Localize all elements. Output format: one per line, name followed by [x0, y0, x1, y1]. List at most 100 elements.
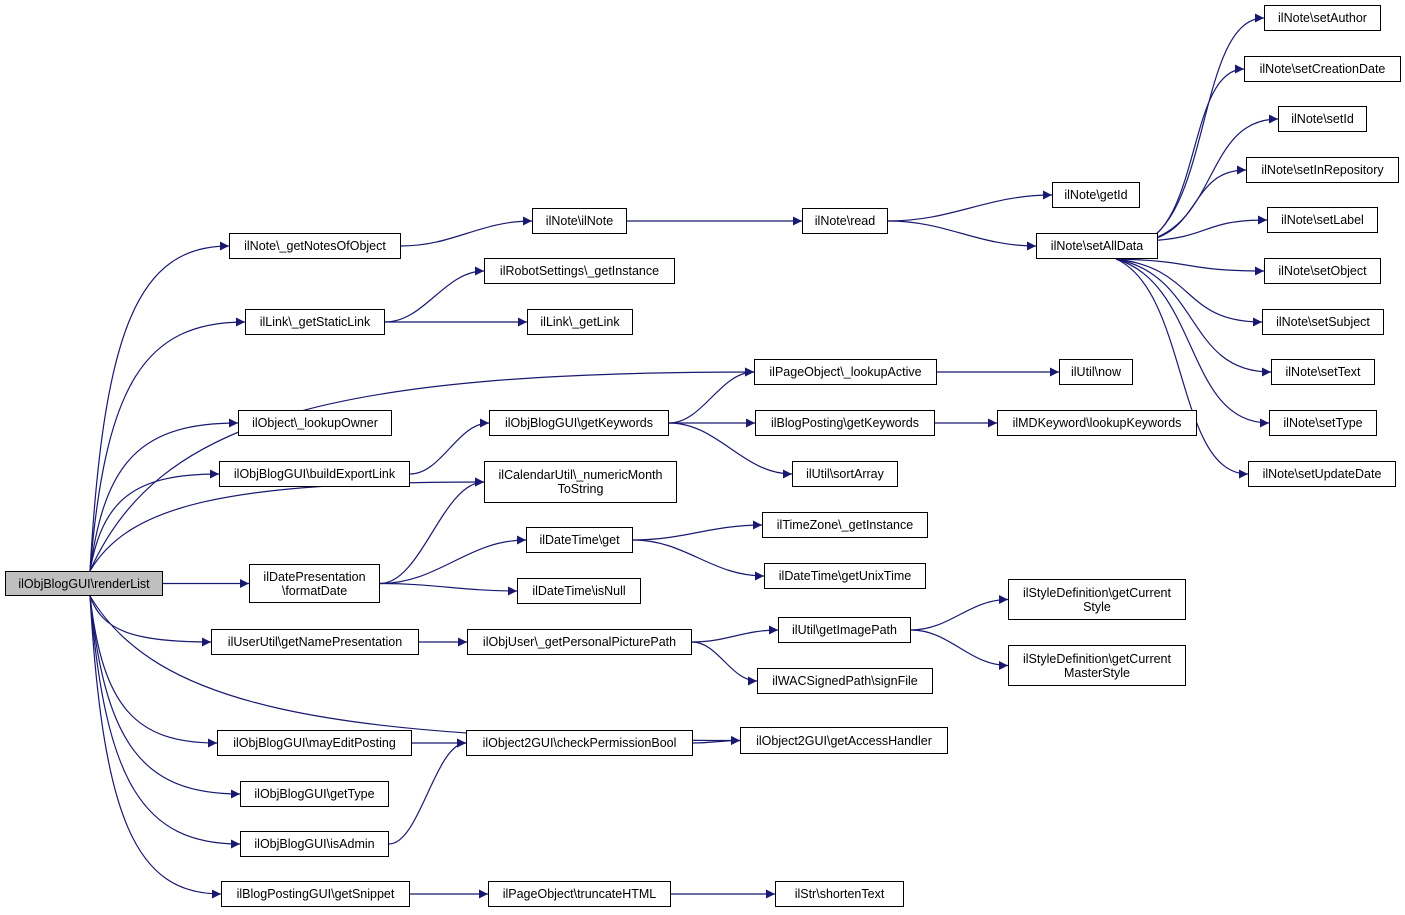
node-label: ilLink\_getLink	[540, 315, 620, 329]
edge-root-to-mayEdit	[89, 595, 218, 748]
edge-getImagePath-to-styleMaster	[910, 629, 1009, 670]
edge-getNotesOfObject-to-ilNote_ctor	[400, 216, 533, 247]
edge-setAllData-to-setType	[1115, 258, 1270, 428]
edge-getStaticLink-to-robotGetInstance	[384, 266, 485, 323]
node-tzGetInstance[interactable]: ilTimeZone\_getInstance	[762, 512, 928, 538]
edge-getPictPath-to-getImagePath	[691, 625, 779, 643]
edge-setAllData-to-setText	[1115, 258, 1272, 377]
node-isNull[interactable]: ilDateTime\isNull	[517, 578, 641, 604]
node-label: ilNote\setUpdateDate	[1262, 467, 1382, 481]
node-setUpdateDate[interactable]: ilNote\setUpdateDate	[1248, 461, 1396, 487]
node-label: ilObjBlogGUI\getKeywords	[505, 416, 653, 430]
edge-buildExportLink-to-objGetKeywords	[409, 418, 490, 475]
node-getStaticLink[interactable]: ilLink\_getStaticLink	[245, 309, 385, 335]
node-robotGetInstance[interactable]: ilRobotSettings\_getInstance	[484, 258, 675, 284]
node-label: ilPageObject\_lookupActive	[769, 365, 922, 379]
edge-setAllData-to-setUpdateDate	[1115, 258, 1249, 479]
node-label: ilTimeZone\_getInstance	[776, 518, 914, 532]
node-setSubject[interactable]: ilNote\setSubject	[1262, 309, 1384, 335]
node-postingGetKeywords[interactable]: ilBlogPosting\getKeywords	[755, 410, 935, 436]
node-getLink[interactable]: ilLink\_getLink	[527, 309, 633, 335]
node-label: ilUtil\getImagePath	[792, 623, 897, 637]
node-setCreationDate[interactable]: ilNote\setCreationDate	[1244, 56, 1401, 82]
node-getUnixTime[interactable]: ilDateTime\getUnixTime	[764, 563, 926, 589]
node-setAllData[interactable]: ilNote\setAllData	[1036, 233, 1158, 259]
node-shortenText[interactable]: ilStr\shortenText	[775, 881, 904, 907]
node-lookupOwner[interactable]: ilObject\_lookupOwner	[238, 410, 392, 436]
node-formatDate[interactable]: ilDatePresentation\formatDate	[249, 564, 380, 603]
node-label: ilObjBlogGUI\getType	[254, 787, 375, 801]
edge-formatDate-to-dateTimeGet	[379, 535, 527, 585]
edge-dateTimeGet-to-getUnixTime	[632, 539, 765, 581]
node-label: ilNote\setAllData	[1050, 239, 1144, 253]
node-getAccessHandler[interactable]: ilObject2GUI\getAccessHandler	[740, 727, 948, 754]
node-setLabel[interactable]: ilNote\setLabel	[1267, 207, 1378, 233]
node-objGetKeywords[interactable]: ilObjBlogGUI\getKeywords	[489, 410, 669, 436]
node-isAdmin[interactable]: ilObjBlogGUI\isAdmin	[240, 831, 389, 857]
node-truncateHTML[interactable]: ilPageObject\truncateHTML	[488, 881, 671, 907]
node-label: ilNote\setInRepository	[1261, 163, 1384, 177]
node-label: ilDateTime\getUnixTime	[778, 569, 912, 583]
node-setAuthor[interactable]: ilNote\setAuthor	[1264, 5, 1381, 31]
node-getImagePath[interactable]: ilUtil\getImagePath	[778, 617, 911, 643]
edge-getPictPath-to-signFile	[691, 641, 758, 686]
node-label: ilNote\setAuthor	[1278, 11, 1367, 25]
node-label: ilNote\ilNote	[545, 214, 614, 228]
node-label: ilNote\_getNotesOfObject	[244, 239, 386, 253]
edge-setAllData-to-setSubject	[1115, 258, 1263, 327]
node-setText[interactable]: ilNote\setText	[1271, 359, 1375, 385]
node-label: ilObjBlogGUI\renderList	[18, 576, 150, 591]
edge-formatDate-to-numericMonth	[379, 477, 485, 585]
node-getNotesOfObject[interactable]: ilNote\_getNotesOfObject	[229, 233, 401, 259]
edge-setAllData-to-setInRepository	[1145, 165, 1247, 242]
node-label: ilNote\setText	[1285, 365, 1361, 379]
node-buildExportLink[interactable]: ilObjBlogGUI\buildExportLink	[219, 461, 410, 487]
node-getSnippet[interactable]: ilBlogPostingGUI\getSnippet	[221, 881, 410, 907]
node-checkPerm[interactable]: ilObject2GUI\checkPermissionBool	[466, 730, 693, 756]
node-label: ilObject\_lookupOwner	[252, 416, 378, 430]
node-label: ilWACSignedPath\signFile	[772, 674, 918, 688]
node-label: ilNote\getId	[1064, 188, 1128, 202]
node-root[interactable]: ilObjBlogGUI\renderList	[5, 571, 163, 596]
node-lookupKeywords[interactable]: ilMDKeyword\lookupKeywords	[997, 410, 1197, 436]
node-label: ToString	[557, 482, 604, 496]
node-dateTimeGet[interactable]: ilDateTime\get	[526, 527, 633, 553]
node-ilNote_getId[interactable]: ilNote\getId	[1052, 182, 1140, 208]
node-getPictPath[interactable]: ilObjUser\_getPersonalPicturePath	[467, 629, 692, 655]
node-setType[interactable]: ilNote\setType	[1269, 410, 1377, 436]
node-signFile[interactable]: ilWACSignedPath\signFile	[757, 668, 933, 694]
node-label: ilNote\setObject	[1278, 264, 1367, 278]
edge-setAllData-to-setLabel	[1145, 215, 1268, 242]
node-utilNow[interactable]: ilUtil\now	[1059, 359, 1133, 385]
edge-formatDate-to-isNull	[379, 582, 518, 596]
edge-root-to-getType	[89, 595, 241, 799]
node-label: ilObjBlogGUI\buildExportLink	[233, 467, 396, 481]
node-label: ilDateTime\get	[539, 533, 620, 547]
node-label: ilNote\read	[814, 214, 876, 228]
node-getType[interactable]: ilObjBlogGUI\getType	[240, 781, 389, 807]
node-setId[interactable]: ilNote\setId	[1278, 106, 1367, 132]
node-label: ilObjBlogGUI\mayEditPosting	[233, 736, 396, 750]
edge-root-to-getNotesOfObject	[89, 241, 230, 572]
node-label: ilBlogPosting\getKeywords	[771, 416, 919, 430]
node-label: \formatDate	[281, 583, 348, 598]
node-setObject[interactable]: ilNote\setObject	[1264, 258, 1381, 284]
node-label: ilObjBlogGUI\isAdmin	[254, 837, 375, 851]
node-label: ilPageObject\truncateHTML	[502, 887, 657, 901]
edge-root-to-getNamePres	[89, 595, 212, 647]
node-getNamePres[interactable]: ilUserUtil\getNamePresentation	[211, 629, 419, 655]
edge-root-to-getAccessHandler	[89, 595, 741, 745]
node-sortArray[interactable]: ilUtil\sortArray	[792, 461, 898, 487]
edge-root-to-isAdmin	[89, 595, 241, 849]
node-mayEdit[interactable]: ilObjBlogGUI\mayEditPosting	[217, 730, 412, 756]
node-ilNote_read[interactable]: ilNote\read	[802, 208, 888, 234]
node-setInRepository[interactable]: ilNote\setInRepository	[1246, 157, 1399, 183]
edge-objGetKeywords-to-sortArray	[668, 422, 793, 479]
edge-root-to-buildExportLink	[89, 469, 220, 572]
node-ilNote_ctor[interactable]: ilNote\ilNote	[532, 208, 627, 234]
node-lookupActive[interactable]: ilPageObject\_lookupActive	[754, 359, 937, 385]
